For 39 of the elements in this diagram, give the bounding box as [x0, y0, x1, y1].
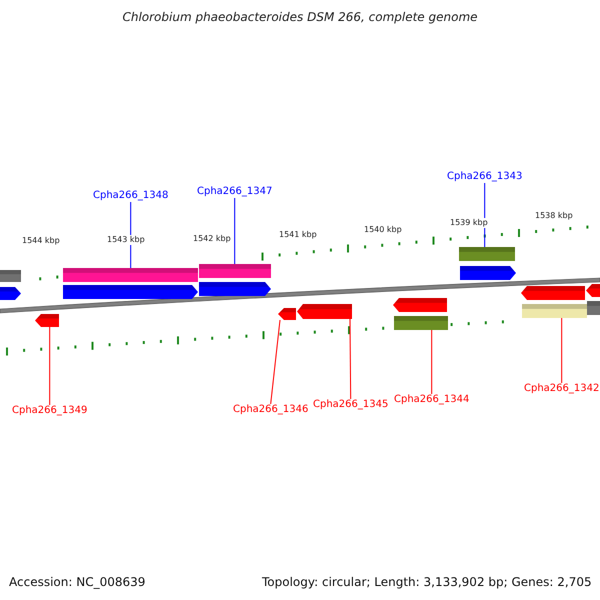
- gene-feature: [63, 285, 198, 299]
- gene-feature: [586, 284, 600, 297]
- footer-note: Accession: NC_008639: [9, 575, 146, 589]
- gene-feature: [460, 266, 516, 280]
- gene-label: Cpha266_1345: [313, 399, 388, 411]
- gene-bar: [522, 304, 587, 318]
- gene-feature: [35, 314, 59, 327]
- gene-bar: [459, 247, 515, 261]
- scale-label: 1544 kbp: [22, 236, 60, 246]
- gene-label: Cpha266_1343: [447, 171, 522, 183]
- leader-line: [270, 320, 280, 404]
- scale-label: 1539 kbp: [450, 218, 488, 228]
- leader-line: [350, 318, 352, 400]
- gene-label: Cpha266_1348: [93, 190, 168, 202]
- gene-feature: [393, 298, 447, 312]
- gene-feature: [278, 308, 296, 320]
- gene-feature: [0, 287, 21, 300]
- footer-note: Topology: circular; Length: 3,133,902 bp; Genes: 2,705: [262, 575, 592, 589]
- scale-label: 1543 kbp: [107, 235, 145, 245]
- gene-bar: [199, 264, 271, 278]
- gene-label: Cpha266_1349: [12, 405, 88, 417]
- scale-label: 1541 kbp: [279, 230, 317, 240]
- leader-line: [49, 326, 50, 406]
- scale-label: 1542 kbp: [193, 234, 231, 244]
- gene-bar: [394, 316, 448, 330]
- leader-line: [431, 330, 432, 394]
- gene-label: Cpha266_1342: [524, 383, 600, 395]
- gene-label: Cpha266_1344: [394, 394, 470, 406]
- scale-label: 1540 kbp: [364, 225, 402, 235]
- gene-bar: [0, 270, 21, 282]
- diagram-title: Chlorobium phaeobacteroides DSM 266, complete genome: [121, 10, 479, 24]
- gene-label: Cpha266_1347: [197, 186, 272, 198]
- leader-line: [561, 318, 562, 384]
- gene-feature: [199, 282, 271, 296]
- gene-bar: [63, 268, 198, 282]
- gene-label: Cpha266_1346: [233, 404, 308, 416]
- leader-line: [234, 198, 236, 264]
- scale-label: 1538 kbp: [535, 211, 573, 221]
- gene-bar: [587, 301, 600, 315]
